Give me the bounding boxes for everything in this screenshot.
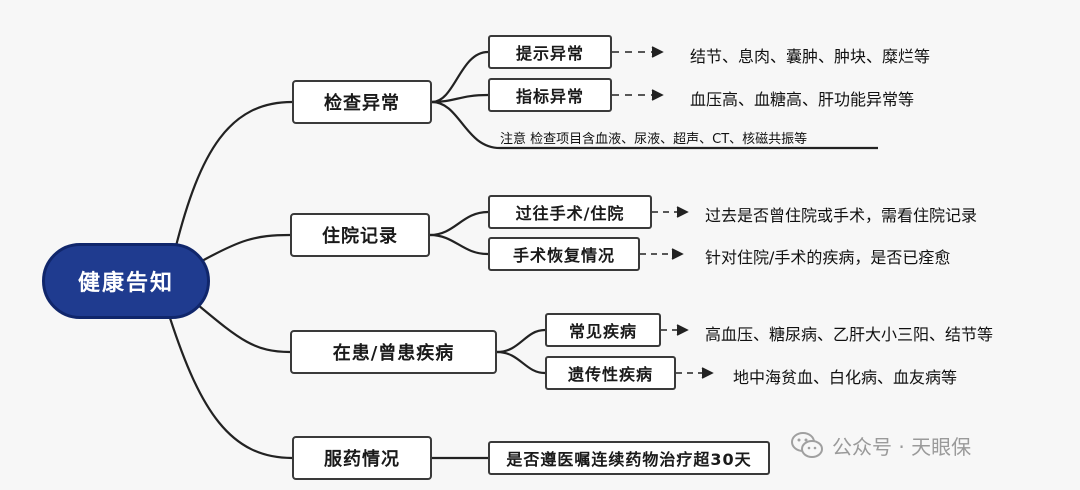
check-note: 注意 检查项目含血液、尿液、超声、CT、核磁共振等 — [500, 132, 808, 147]
wechat-icon — [791, 432, 823, 458]
watermark: 公众号 · 天眼保 — [790, 430, 971, 460]
item-medication-30-days: 是否遵医嘱连续药物治疗超30天 — [488, 441, 770, 475]
branch-current-disease: 在患/曾患疾病 — [290, 330, 497, 374]
item-index-abnormal: 指标异常 — [488, 78, 612, 112]
detail-past-surgery: 过去是否曾住院或手术，需看住院记录 — [705, 206, 978, 225]
item-prompt-abnormal: 提示异常 — [488, 35, 612, 69]
item-genetic-disease: 遗传性疾病 — [545, 356, 676, 390]
detail-surgery-recovery: 针对住院/手术的疾病，是否已痊愈 — [705, 248, 951, 267]
detail-prompt-abnormal: 结节、息肉、囊肿、肿块、糜烂等 — [690, 47, 931, 66]
branch-check-abnormal: 检查异常 — [292, 80, 432, 124]
item-surgery-recovery: 手术恢复情况 — [488, 237, 640, 271]
detail-common-disease: 高血压、糖尿病、乙肝大小三阳、结节等 — [705, 325, 994, 344]
item-common-disease: 常见疾病 — [545, 313, 661, 347]
watermark-text: 公众号 · 天眼保 — [832, 434, 972, 459]
root-node: 健康告知 — [42, 243, 210, 319]
detail-index-abnormal: 血压高、血糖高、肝功能异常等 — [690, 90, 915, 109]
branch-hospital-record: 住院记录 — [290, 213, 430, 257]
item-past-surgery: 过往手术/住院 — [488, 195, 652, 229]
detail-genetic-disease: 地中海贫血、白化病、血友病等 — [733, 368, 958, 387]
branch-medication: 服药情况 — [292, 436, 432, 480]
